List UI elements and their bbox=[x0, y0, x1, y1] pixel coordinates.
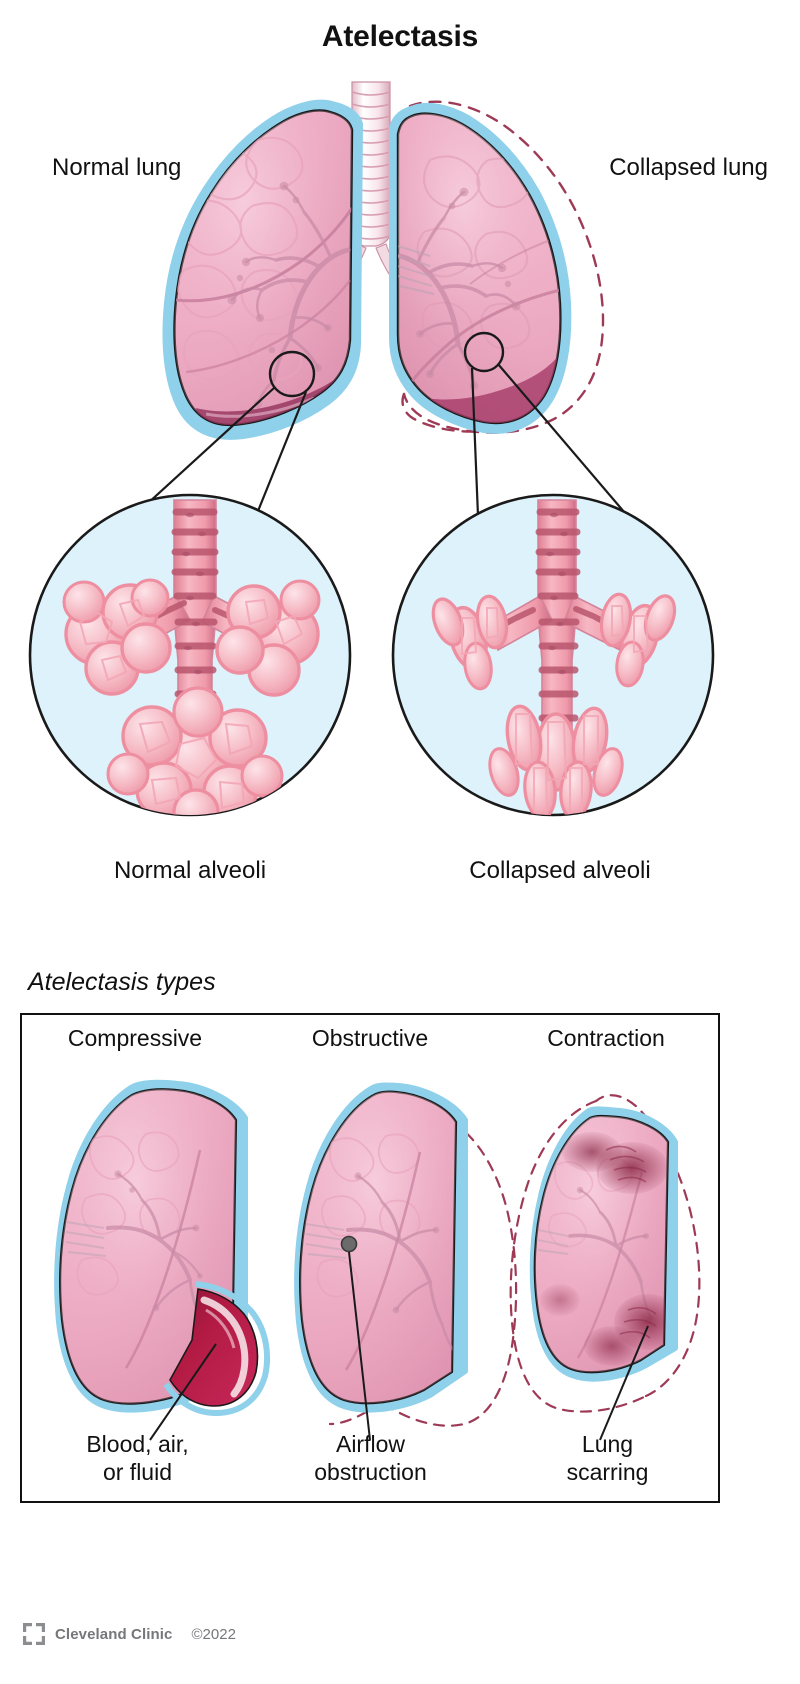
airflow-obstruction-plug bbox=[340, 1235, 358, 1253]
leader-line-blood-air-fluid bbox=[149, 1343, 217, 1441]
main-bronchus bbox=[398, 244, 435, 296]
label-normal-alveoli: Normal alveoli bbox=[113, 857, 267, 884]
page-title: Atelectasis bbox=[321, 20, 479, 53]
callout-line-1: Lung bbox=[581, 1431, 634, 1457]
leader-line-airflow-obstruction bbox=[348, 1251, 371, 1441]
footer: Cleveland Clinic ©2022 bbox=[22, 1622, 236, 1646]
callout-line-2: or fluid bbox=[102, 1459, 173, 1486]
callout-airflow-obstruction: Airflow obstruction bbox=[268, 1430, 473, 1486]
type-label-obstructive: Obstructive bbox=[311, 1025, 429, 1051]
cleveland-clinic-logo-icon bbox=[23, 1623, 45, 1645]
label-collapsed-alveoli: Collapsed alveoli bbox=[469, 857, 651, 884]
collapsed-alveoli-cluster-right bbox=[599, 592, 677, 688]
callout-line-1: Airflow bbox=[335, 1431, 405, 1457]
alveoli-cluster-left bbox=[62, 578, 172, 696]
label-collapsed-lung: Collapsed lung bbox=[609, 154, 768, 181]
callout-line-2: obstruction bbox=[314, 1459, 427, 1486]
type-label-contraction: Contraction bbox=[547, 1025, 665, 1051]
collapsed-lung-illustration bbox=[389, 102, 572, 434]
lung-scarring-regions bbox=[540, 1132, 668, 1366]
footer-brand-name: Cleveland Clinic bbox=[55, 1625, 173, 1643]
dashed-outline-obstructive bbox=[380, 1120, 518, 1427]
leader-line-lung-scarring bbox=[599, 1325, 649, 1441]
section-heading-atelectasis-types: Atelectasis types bbox=[28, 968, 216, 996]
collapsed-alveoli-cluster-left bbox=[431, 594, 509, 691]
footer-copyright: ©2022 bbox=[191, 1625, 236, 1643]
zoom-marker-normal-lung bbox=[268, 350, 316, 398]
collapsed-alveoli-circle bbox=[391, 493, 715, 817]
callout-lung-scarring: Lung scarring bbox=[505, 1430, 710, 1486]
bronchial-terminals bbox=[416, 187, 521, 391]
callout-line-2: scarring bbox=[566, 1459, 649, 1486]
alveoli-cluster-right bbox=[215, 579, 321, 697]
obstructive-lung-illustration bbox=[294, 1082, 518, 1441]
type-label-compressive: Compressive bbox=[67, 1025, 203, 1051]
compressive-lung-illustration bbox=[54, 1079, 270, 1441]
bronchiole-speckles bbox=[546, 512, 568, 675]
normal-lung-illustration bbox=[162, 99, 363, 440]
dashed-outline-contraction bbox=[509, 1099, 648, 1413]
dashed-normal-outline-lower bbox=[401, 392, 494, 433]
bronchiole-speckles bbox=[182, 512, 206, 675]
normal-alveoli-circle bbox=[28, 493, 352, 817]
callout-blood-air-fluid: Blood, air, or fluid bbox=[35, 1430, 240, 1486]
alveoli-cluster-bottom bbox=[106, 686, 284, 815]
dashed-outline-contraction-right bbox=[594, 1094, 701, 1398]
callout-line-1: Blood, air, bbox=[86, 1431, 189, 1457]
zoom-marker-collapsed-lung bbox=[463, 331, 505, 373]
collapsed-alveoli-cluster-bottom bbox=[488, 704, 624, 815]
contraction-lung-illustration bbox=[509, 1094, 701, 1441]
label-normal-lung: Normal lung bbox=[52, 154, 182, 181]
